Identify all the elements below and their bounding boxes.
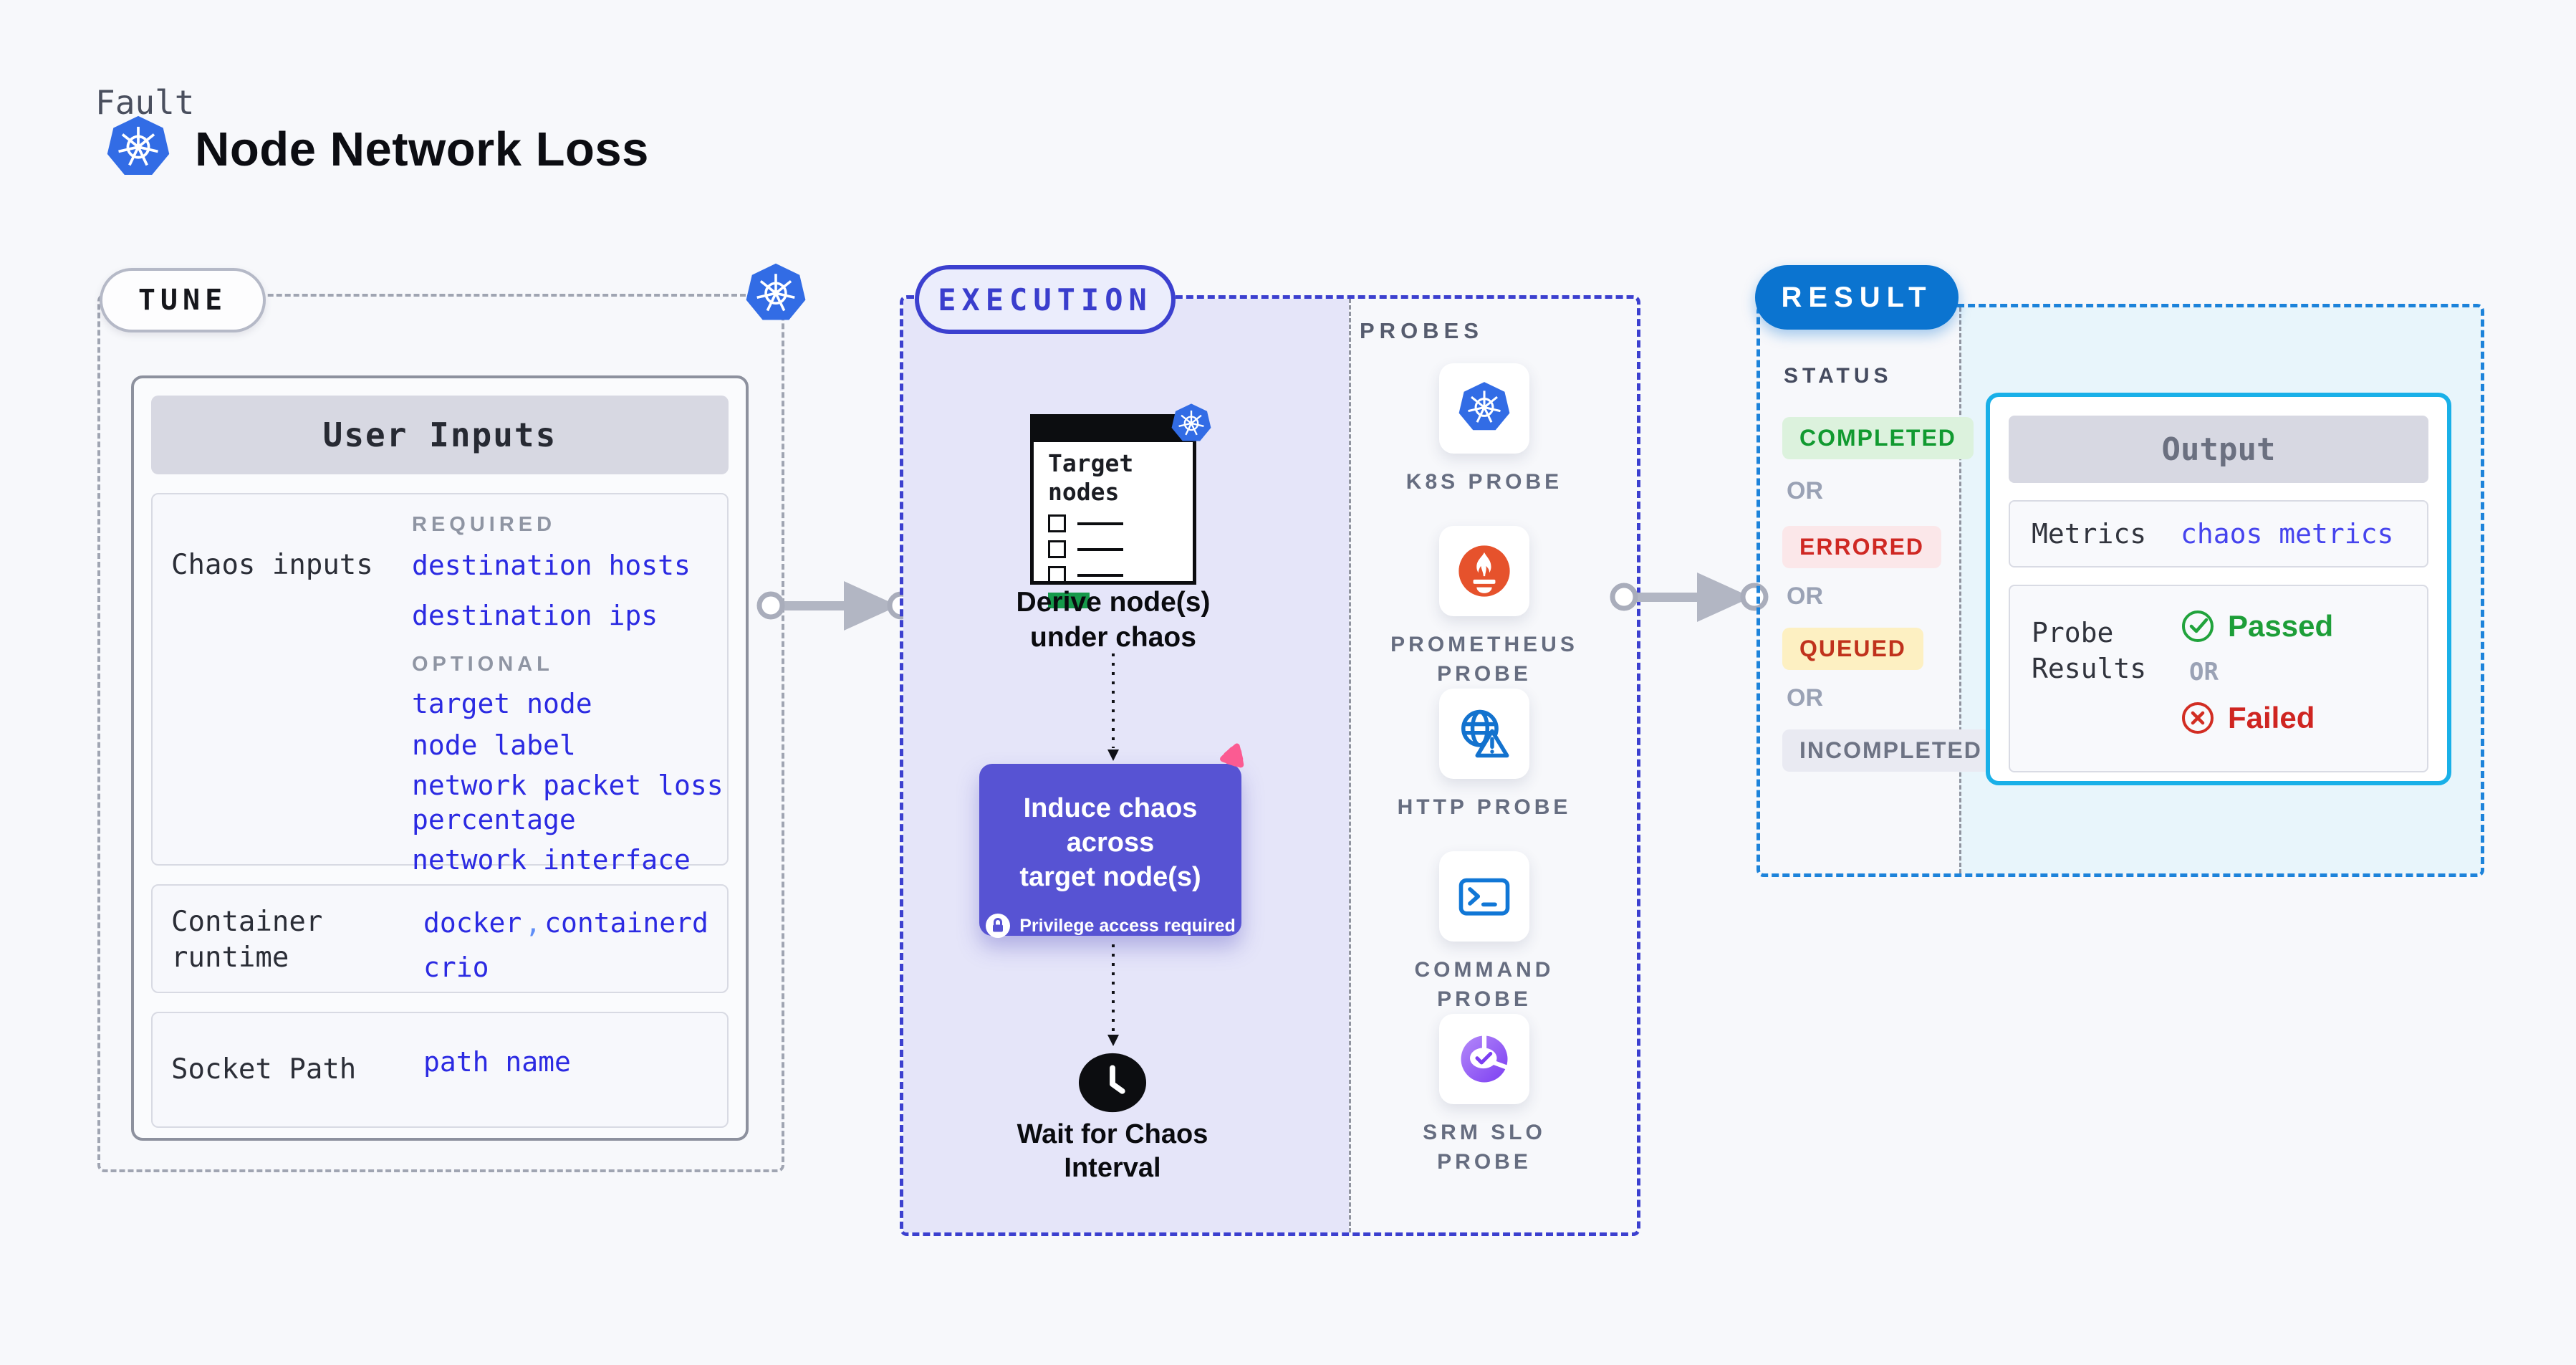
checkbox-icon [1048,566,1066,584]
http-globe-warning-icon [1456,706,1512,762]
node-checkbox-row [1048,566,1193,584]
link-crio[interactable]: crio [423,952,489,983]
link-destination-hosts[interactable]: destination hosts [412,550,691,581]
link-network-packet-loss-percentage[interactable]: network packet loss percentage [412,770,724,835]
passed-check-icon [2182,610,2214,642]
socket-path-values: path name [423,1013,727,1126]
wait-chaos-interval-label: Wait for Chaos Interval [1017,1119,1208,1183]
link-docker[interactable]: docker [423,907,522,939]
k8s-probe-card [1439,363,1529,454]
metrics-row: Metrics chaos metrics [2009,500,2428,567]
http-probe-card [1439,689,1529,779]
progress-bar [1048,593,1090,608]
page-title: Node Network Loss [195,123,649,176]
or-label: OR [1787,583,1823,610]
probe-results-values: Passed OR Failed [2181,586,2333,771]
link-node-label[interactable]: node label [412,729,576,761]
command-terminal-icon [1456,868,1513,925]
prometheus-probe-label: PROMETHEUS PROBE [1390,633,1578,686]
kubernetes-icon [1456,380,1512,437]
srm-slo-probe-label: SRM SLO PROBE [1423,1121,1546,1174]
status-badge-completed: COMPLETED [1782,417,1974,459]
command-probe-label: COMMAND PROBE [1414,958,1554,1011]
litmus-chaos-icon [1213,737,1254,777]
container-runtime-label: Container runtime [171,906,323,974]
node-checkbox-row [1048,540,1193,558]
failed-x-icon [2182,702,2214,734]
induce-chaos-box: Induce chaos across target node(s) Privi… [979,764,1241,939]
kubernetes-corner-icon [744,261,808,328]
status-label: STATUS [1784,364,1893,388]
target-nodes-title: Target nodes [1048,449,1134,506]
kubernetes-logo-icon [105,113,172,183]
prometheus-probe-card [1439,526,1529,616]
runtime-separator: , [524,907,542,939]
status-badge-errored: ERRORED [1782,526,1942,568]
privilege-label: Privilege access required [1019,915,1236,936]
chaos-inputs-label: Chaos inputs [171,549,373,581]
or-label: OR [1787,684,1823,712]
node-line [1077,547,1123,551]
k8s-probe-label: K8S PROBE [1405,470,1563,494]
status-badge-queued: QUEUED [1782,628,1923,670]
checkbox-icon [1048,540,1066,558]
fault-eyebrow: Fault [95,83,195,122]
result-divider [1959,307,1961,873]
metrics-value[interactable]: chaos metrics [2181,518,2394,550]
probes-label: PROBES [1360,318,1484,343]
clock-icon [1078,1053,1147,1113]
probe-results-label: Probe Results [2032,617,2147,684]
target-card-titlebar [1034,418,1193,442]
http-probe-label: HTTP PROBE [1397,795,1572,819]
prometheus-icon [1457,544,1512,598]
srm-slo-icon [1456,1030,1513,1088]
metrics-label: Metrics [2032,518,2147,550]
node-checkbox-row [1048,514,1193,532]
required-label: REQUIRED [412,513,557,536]
optional-label: OPTIONAL [412,653,554,676]
kubernetes-badge-icon [1170,402,1213,446]
link-path-name[interactable]: path name [423,1046,571,1078]
probes-divider [1349,299,1351,1232]
command-probe-card [1439,851,1529,942]
execution-pill: EXECUTION [915,265,1176,334]
chaos-inputs-row: Chaos inputs REQUIRED destination hosts … [151,493,729,876]
or-label: OR [2189,658,2219,686]
container-runtime-row: Container runtime docker , containerd cr… [151,884,729,993]
status-badge-incompleted: INCOMPLETED [1782,729,1999,772]
induce-chaos-line1: Induce chaos across [1023,793,1198,858]
induce-chaos-line2: target node(s) [1019,862,1201,892]
srm-slo-probe-card [1439,1014,1529,1104]
privilege-row: Privilege access required [979,913,1241,939]
target-nodes-card: Target nodes [1030,414,1196,608]
output-card: Output Metrics chaos metrics Probe Resul… [1986,393,2451,785]
link-destination-ips[interactable]: destination ips [412,600,658,631]
node-line [1077,522,1123,525]
passed-label: Passed [2228,609,2334,643]
or-label: OR [1787,477,1823,504]
node-line [1077,573,1123,577]
chaos-inputs-values: REQUIRED destination hosts destination i… [412,494,727,876]
probe-results-row: Probe Results Passed OR Failed [2009,585,2428,772]
link-network-interface[interactable]: network interface [412,844,691,876]
failed-label: Failed [2228,701,2315,734]
user-inputs-card: User Inputs Chaos inputs REQUIRED destin… [131,375,749,1141]
output-header: Output [2009,416,2428,483]
checkbox-icon [1048,514,1066,532]
tune-pill: TUNE [100,268,266,332]
user-inputs-header: User Inputs [151,396,729,474]
link-target-node[interactable]: target node [412,688,592,719]
link-containerd[interactable]: containerd [544,907,708,939]
derive-nodes-label: Derive node(s) under chaos [1016,587,1211,653]
socket-path-row: Socket Path path name [151,1012,729,1128]
tune-section-box [97,294,784,1172]
container-runtime-values: docker , containerd crio [423,886,727,992]
lock-icon [986,914,1011,938]
socket-path-label: Socket Path [171,1053,357,1086]
result-pill: RESULT [1755,265,1959,330]
